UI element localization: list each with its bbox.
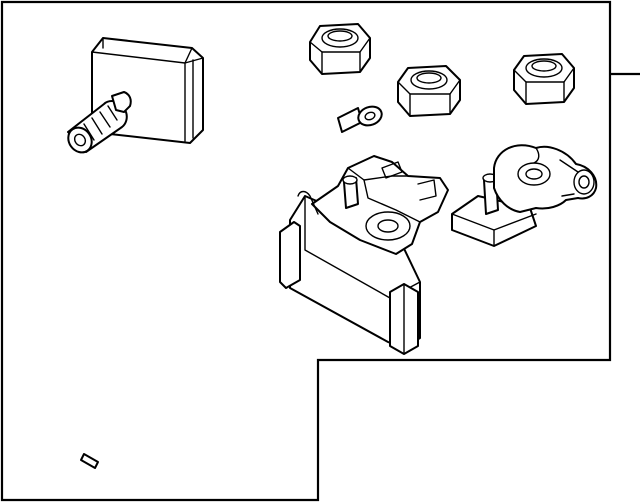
hex-nut-2 [397,65,461,117]
terminal-cover [67,37,204,154]
hex-nut-3 [513,53,575,105]
ground-cable [42,105,383,469]
positive-terminal-clamp [279,155,449,355]
hex-nut-1 [309,23,371,75]
negative-terminal-clamp [451,144,598,247]
